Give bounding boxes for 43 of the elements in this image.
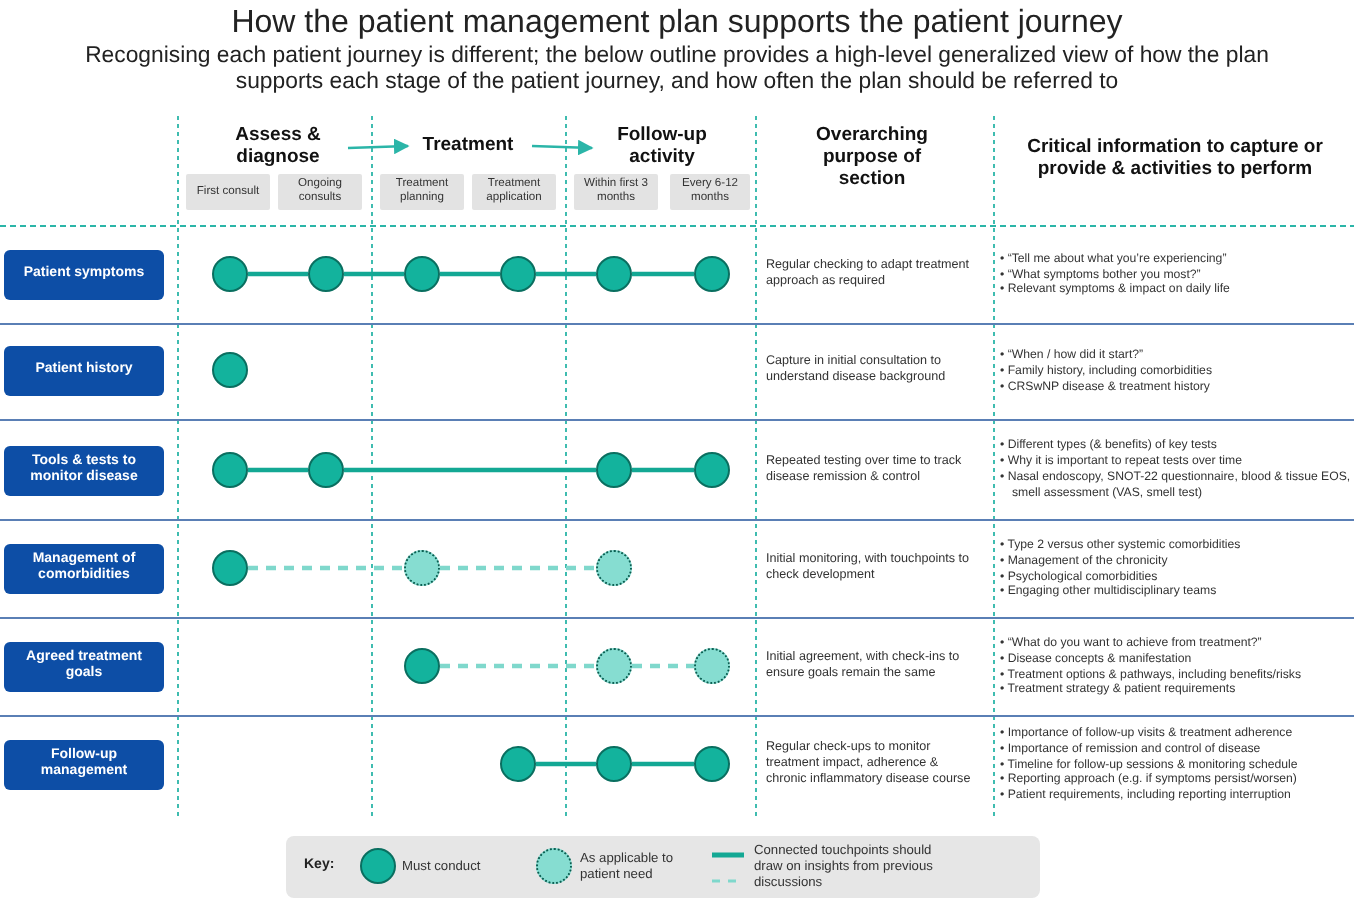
filled-circle (308, 452, 344, 488)
subtitle: Recognising each patient journey is different; the below outline provides a high-level generalized view of how the plan supports each stage of the patient journey, and how often the plan should be referred to (83, 44, 1271, 96)
connector-line (248, 467, 308, 473)
connector-line (632, 761, 694, 767)
dotted-circle (694, 648, 730, 684)
filled-circle (500, 746, 536, 782)
connector-line (632, 271, 694, 277)
title: How the patient management plan supports the patient journey (229, 6, 1125, 42)
dashed-connector-line (632, 663, 694, 669)
dashed-connector-line (248, 565, 404, 571)
connector-line (248, 271, 308, 277)
filled-circle (212, 452, 248, 488)
stage-heading: Treatment (416, 134, 520, 158)
filled-circle (212, 256, 248, 292)
dotted-circle (596, 648, 632, 684)
filled-circle (212, 550, 248, 586)
connector-line (344, 271, 404, 277)
filled-circle (596, 452, 632, 488)
connector-line (344, 467, 596, 473)
arrow (531, 139, 594, 156)
filled-circle (404, 648, 440, 684)
column-heading: Overarching purpose of section (814, 124, 930, 190)
column-heading: Critical information to capture or provide & activities to perform (1025, 136, 1325, 180)
dotted-circle (596, 550, 632, 586)
stage-heading: Follow-up activity (600, 124, 724, 172)
dashed-connector-line (440, 565, 596, 571)
filled-circle (308, 256, 344, 292)
filled-circle (596, 256, 632, 292)
filled-circle (596, 746, 632, 782)
arrow (347, 138, 410, 155)
filled-circle (212, 352, 248, 388)
connector-line (440, 271, 500, 277)
stage-heading: Assess & diagnose (220, 124, 336, 172)
dashed-connector-line (440, 663, 596, 669)
filled-circle (404, 256, 440, 292)
connector-line (536, 761, 596, 767)
filled-circle (694, 746, 730, 782)
dotted-circle (404, 550, 440, 586)
connector-line (536, 271, 596, 277)
filled-circle (694, 256, 730, 292)
connector-line (632, 467, 694, 473)
filled-circle (500, 256, 536, 292)
filled-circle (694, 452, 730, 488)
